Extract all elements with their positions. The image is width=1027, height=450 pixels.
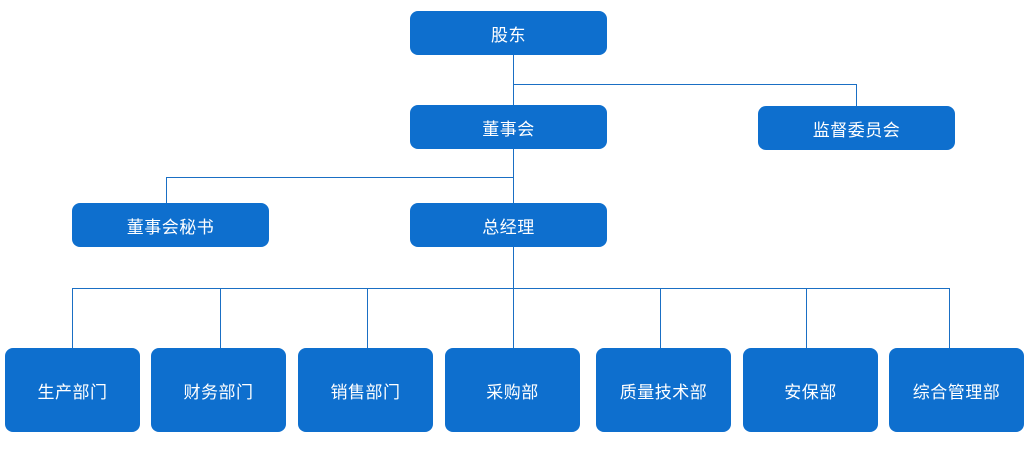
node-general-manager-label: 总经理 xyxy=(482,217,535,238)
node-dept-production-label: 生产部门 xyxy=(37,382,108,403)
node-dept-procurement-label: 采购部 xyxy=(486,382,539,403)
node-dept-procurement: 采购部 xyxy=(445,348,580,432)
node-dept-sales-label: 销售部门 xyxy=(330,382,401,403)
node-general-manager: 总经理 xyxy=(410,203,607,247)
node-dept-production: 生产部门 xyxy=(5,348,140,432)
node-supervisory-committee-label: 监督委员会 xyxy=(812,120,901,141)
node-dept-quality-tech-label: 质量技术部 xyxy=(619,382,708,403)
node-dept-quality-tech: 质量技术部 xyxy=(596,348,731,432)
node-dept-security: 安保部 xyxy=(743,348,878,432)
node-dept-finance-label: 财务部门 xyxy=(183,382,254,403)
node-dept-general-admin-label: 综合管理部 xyxy=(912,382,1001,403)
node-dept-finance: 财务部门 xyxy=(151,348,286,432)
node-board-secretary-label: 董事会秘书 xyxy=(126,217,215,238)
node-dept-security-label: 安保部 xyxy=(784,382,837,403)
node-supervisory-committee: 监督委员会 xyxy=(758,106,955,150)
node-board: 董事会 xyxy=(410,105,607,149)
node-shareholders-label: 股东 xyxy=(491,25,526,46)
node-board-secretary: 董事会秘书 xyxy=(72,203,269,247)
node-dept-general-admin: 综合管理部 xyxy=(889,348,1024,432)
node-dept-sales: 销售部门 xyxy=(298,348,433,432)
node-shareholders: 股东 xyxy=(410,11,607,55)
node-board-label: 董事会 xyxy=(482,119,535,140)
